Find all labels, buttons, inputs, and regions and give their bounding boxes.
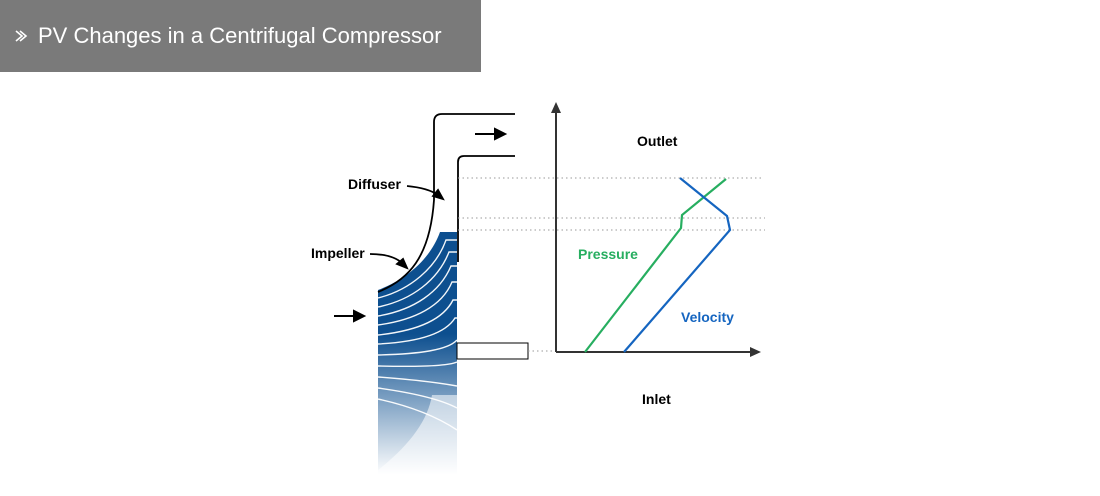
- pressure-label: Pressure: [578, 246, 638, 262]
- double-chevron-right-icon: [15, 30, 28, 42]
- inlet-label: Inlet: [642, 391, 671, 407]
- diffuser-label: Diffuser: [348, 176, 401, 192]
- velocity-curve: [623, 177, 732, 353]
- impeller-leader-arrow: [369, 253, 409, 270]
- inlet-flow-arrow: [334, 309, 367, 323]
- pressure-curve: [584, 178, 727, 353]
- chart-axes: [551, 102, 761, 357]
- guide-lines: [458, 177, 765, 352]
- shaft-outlet: [456, 342, 529, 360]
- diffuser-leader-arrow: [406, 185, 445, 201]
- impeller-label: Impeller: [311, 245, 365, 261]
- outlet-flow-arrow: [475, 127, 508, 141]
- page-title: PV Changes in a Centrifugal Compressor: [38, 23, 442, 48]
- casing-outline: [377, 113, 515, 293]
- velocity-label: Velocity: [681, 309, 734, 325]
- title-bar: PV Changes in a Centrifugal Compressor: [0, 0, 481, 72]
- impeller: [378, 232, 457, 476]
- outlet-label: Outlet: [637, 133, 678, 149]
